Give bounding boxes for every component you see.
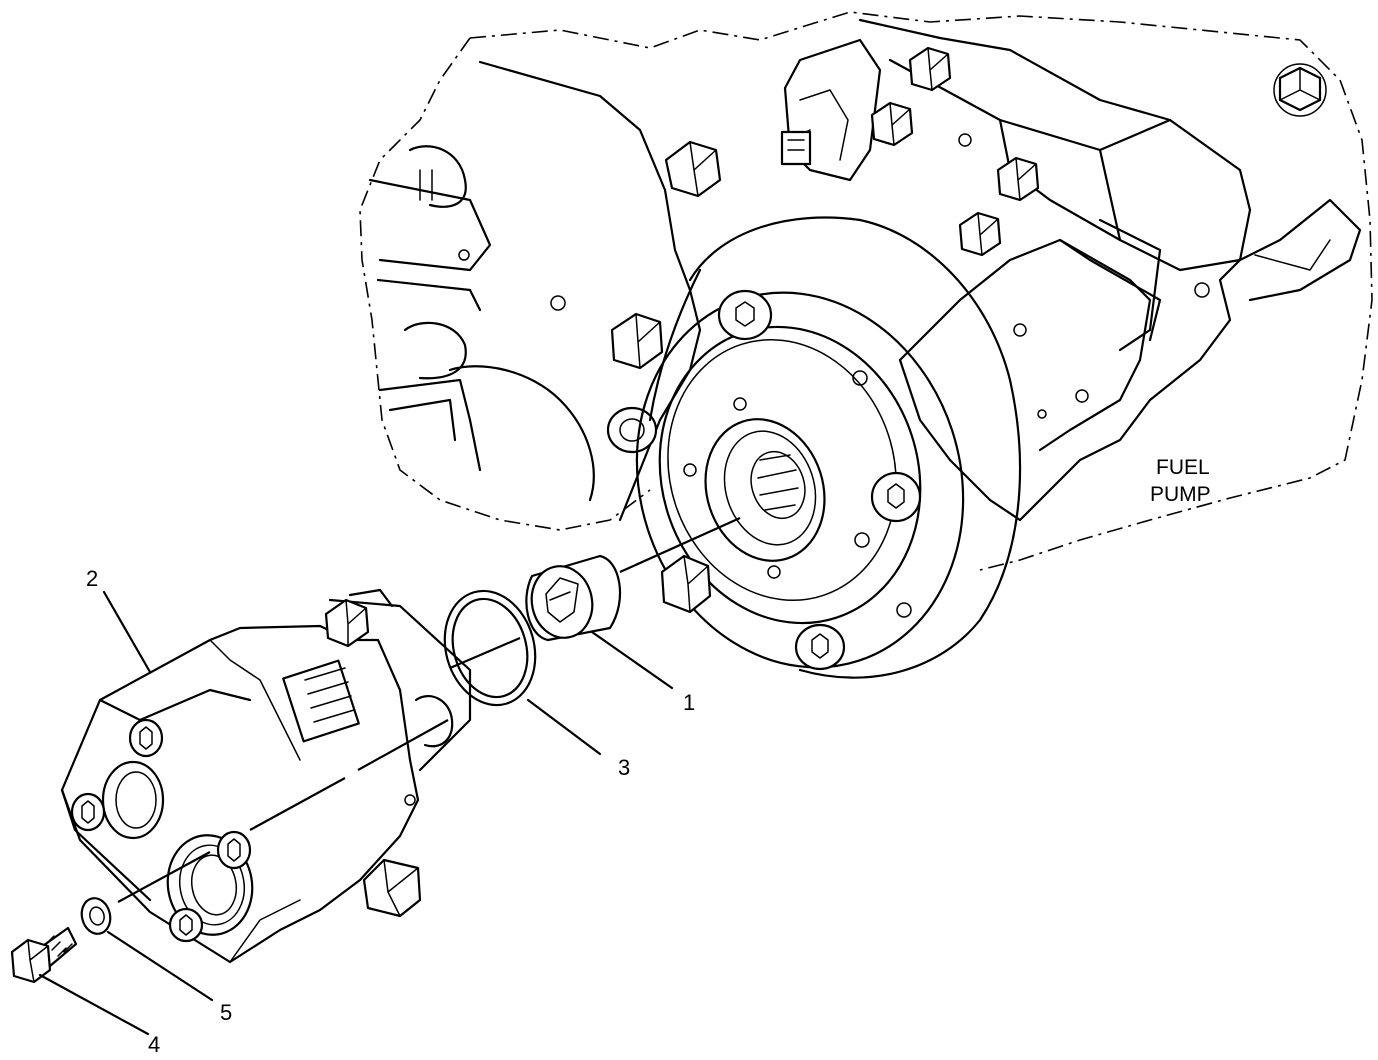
bracket-bolt-upper — [664, 140, 722, 198]
flange-bolt-top-3 — [996, 156, 1040, 202]
bracket-bolt-middle — [610, 312, 664, 370]
leader-lines — [38, 590, 674, 1036]
left-bracket — [368, 60, 702, 522]
fuel-pump-housing — [858, 18, 1362, 522]
flange-hex-bolt-lower — [660, 554, 712, 614]
callout-3: 3 — [618, 755, 630, 780]
flange-socket-bolt-3 — [794, 623, 846, 671]
assembly-axis — [117, 516, 741, 903]
flange-bolt-top-4 — [958, 211, 1002, 257]
flange-socket-bolt-2 — [870, 471, 922, 523]
bracket-socket-bolt — [606, 406, 658, 454]
fuel-pump-label-line1: FUEL — [1156, 456, 1210, 479]
flange-bolt-top-2 — [870, 101, 914, 147]
part-1-coupling — [525, 554, 622, 642]
callout-1: 1 — [683, 690, 695, 715]
flange-socket-bolt-1 — [717, 289, 773, 341]
callout-4: 4 — [148, 1032, 160, 1057]
part-5-washer — [80, 897, 112, 935]
callout-5: 5 — [220, 1000, 232, 1025]
callout-2: 2 — [86, 566, 98, 591]
fuel-pump-label-line2: PUMP — [1150, 483, 1211, 506]
flange-bolt-top-1 — [908, 46, 952, 92]
part-2-pump — [60, 588, 472, 964]
part-4-bolt — [10, 926, 78, 984]
engine-housing-outline — [359, 11, 1373, 571]
electrical-connector — [780, 38, 882, 182]
